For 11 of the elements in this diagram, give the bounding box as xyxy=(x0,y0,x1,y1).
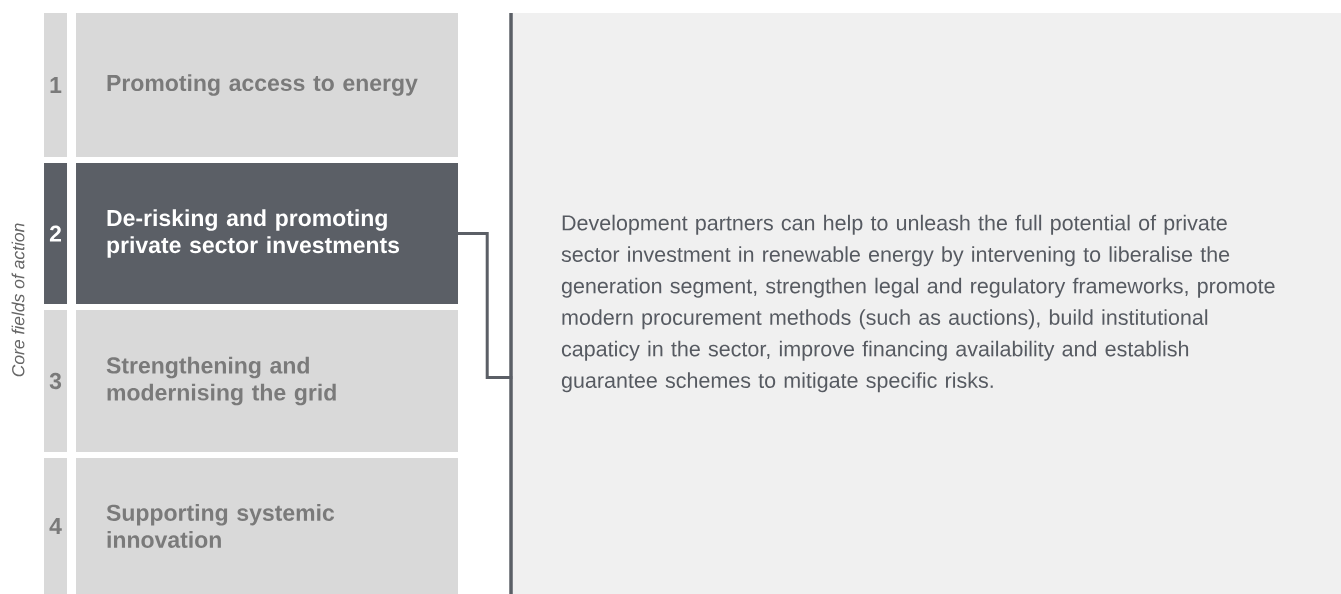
field-box: De-risking and promoting private sector investments xyxy=(76,163,458,304)
number-strip: 1 xyxy=(44,13,67,157)
number-strip: 2 xyxy=(44,163,67,304)
field-box: Strengthening and modernising the grid xyxy=(76,310,458,452)
axis-label: Core fields of action xyxy=(11,223,25,377)
connector-line xyxy=(456,232,513,379)
number-strip: 4 xyxy=(44,458,67,594)
field-box: Supporting systemic innovation xyxy=(76,458,458,594)
field-box: Promoting access to energy xyxy=(76,13,458,157)
number-strip: 3 xyxy=(44,310,67,452)
description-panel: Development partners can help to unleash the full potential of private sector investment in renewable energy by intervening to liberalise the generation segment, strengthen legal and regulatory frameworks, promote modern procurement methods (such as auctions), build institutional capaticy in the sector, improve financing availability and establish guarantee schemes to mitigate specific risks. xyxy=(511,13,1341,594)
